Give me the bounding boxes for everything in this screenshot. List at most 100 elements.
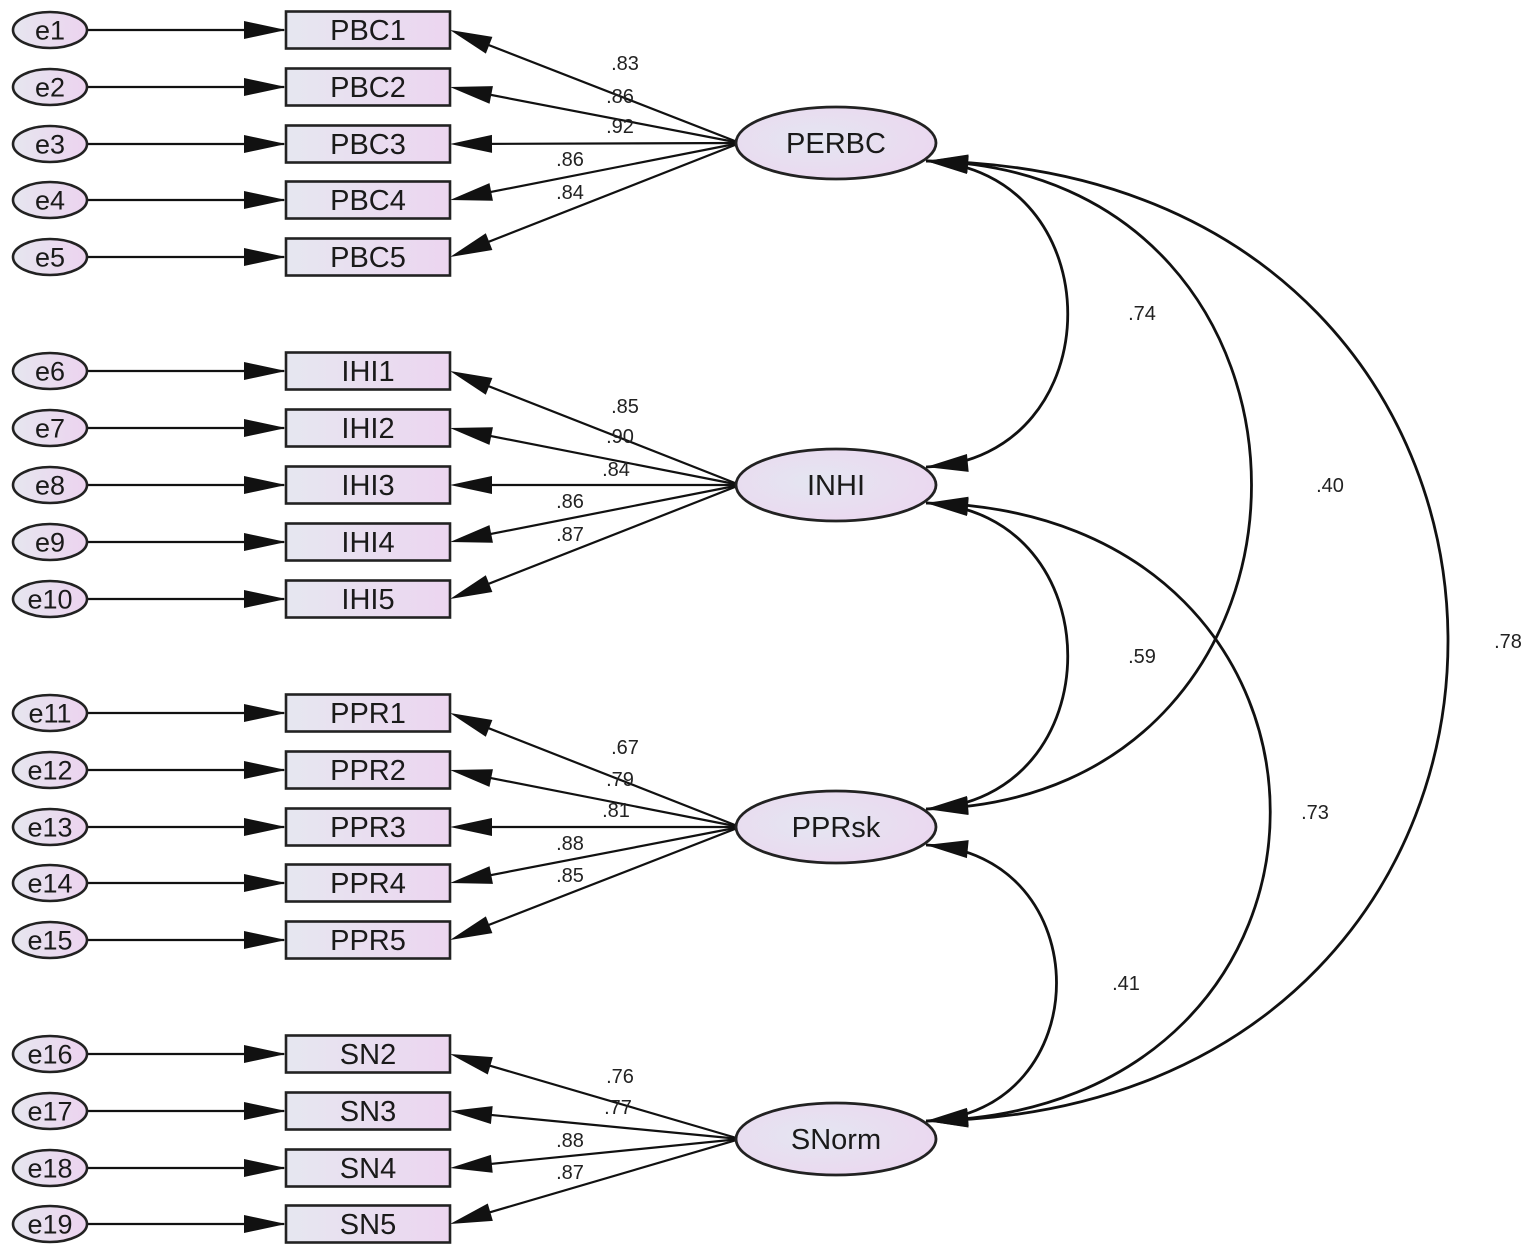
- error-node-shape: [11, 750, 89, 790]
- indicator-node-box: [284, 1034, 452, 1074]
- correlation-arc-pprsk-snorm: [925, 843, 1058, 1123]
- latent-node-label: PERBC: [786, 128, 886, 160]
- indicator-node-label: PBC1: [330, 15, 406, 47]
- loading-path-ppr1: [457, 714, 741, 829]
- loading-label-ihi2: .90: [606, 426, 634, 448]
- latent-node-shape: [734, 447, 938, 523]
- loading-path-sn5: [457, 1137, 741, 1223]
- correlation-arc-inhi-pprsk: [925, 501, 1070, 811]
- error-node-label: e7: [35, 414, 65, 444]
- error-node-shape: [11, 579, 89, 619]
- indicator-node-pbc3: PBC3: [284, 124, 452, 164]
- error-path-arrowhead-e15: [244, 931, 286, 949]
- error-path-arrowhead-e3: [244, 135, 286, 153]
- error-path-arrowhead-e5: [244, 248, 286, 266]
- indicator-node-box: [284, 522, 452, 562]
- error-node-e2: e2: [11, 67, 89, 107]
- error-node-e15: e15: [11, 920, 89, 960]
- error-node-label: e12: [27, 756, 72, 786]
- loading-label-ihi5: .87: [556, 524, 584, 546]
- error-path-arrowhead-e16: [244, 1045, 286, 1063]
- error-node-shape: [11, 67, 89, 107]
- loading-arrowhead-ihi5: [450, 575, 493, 599]
- error-node-label: e2: [35, 73, 65, 103]
- loading-arrowhead-ihi1: [450, 371, 493, 395]
- loading-path-ihi5: [457, 483, 741, 598]
- indicator-node-box: [284, 408, 452, 448]
- correlation-label-perbc-inhi: .74: [1128, 303, 1156, 325]
- indicator-node-label: PBC4: [330, 185, 406, 217]
- error-node-e10: e10: [11, 579, 89, 619]
- error-node-e16: e16: [11, 1034, 89, 1074]
- latent-node-snorm: SNorm: [734, 1101, 938, 1177]
- loading-label-sn5: .87: [556, 1162, 584, 1184]
- correlation-arc-perbc-pprsk: [925, 159, 1253, 811]
- error-node-e19: e19: [11, 1204, 89, 1244]
- indicator-node-label: IHI5: [341, 584, 394, 616]
- error-path-arrowhead-e7: [244, 419, 286, 437]
- correlation-arrowhead-start-inhi-snorm: [926, 496, 969, 515]
- error-node-shape: [11, 920, 89, 960]
- error-node-e9: e9: [11, 522, 89, 562]
- error-node-label: e17: [27, 1097, 72, 1127]
- loading-arrowhead-ppr5: [450, 916, 493, 940]
- error-node-label: e16: [27, 1040, 72, 1070]
- indicator-node-box: [284, 863, 452, 903]
- indicator-node-label: IHI1: [341, 356, 394, 388]
- latent-node-shape: [734, 1101, 938, 1177]
- loading-arrowhead-ppr4: [450, 866, 493, 884]
- error-node-label: e5: [35, 243, 65, 273]
- error-node-shape: [11, 465, 89, 505]
- correlation-label-perbc-snorm: .78: [1494, 631, 1522, 653]
- indicator-node-sn2: SN2: [284, 1034, 452, 1074]
- loading-arrowhead-sn5: [450, 1203, 493, 1224]
- latent-node-shape: [734, 789, 938, 865]
- loading-arrowhead-pbc2: [450, 86, 493, 104]
- error-path-arrowhead-e12: [244, 761, 286, 779]
- error-node-e8: e8: [11, 465, 89, 505]
- loading-arrowhead-sn2: [450, 1054, 493, 1075]
- indicator-node-ppr5: PPR5: [284, 920, 452, 960]
- indicator-node-box: [284, 10, 452, 50]
- error-node-shape: [11, 408, 89, 448]
- loading-arrowhead-ppr1: [450, 713, 493, 737]
- correlation-arc-inhi-snorm: [925, 501, 1272, 1123]
- loading-path-ppr4: [457, 825, 741, 883]
- error-path-arrowhead-e19: [244, 1215, 286, 1233]
- loading-path-ihi4: [457, 483, 741, 542]
- loading-arrowhead-ppr2: [450, 769, 493, 787]
- loading-arrowhead-pbc1: [450, 30, 493, 54]
- correlation-arcs: [925, 159, 1450, 1123]
- indicator-node-label: PPR4: [330, 868, 406, 900]
- loading-path-pbc5: [457, 141, 741, 256]
- indicator-node-label: IHI3: [341, 470, 394, 502]
- loading-arrowhead-sn4: [450, 1154, 493, 1173]
- loading-label-ppr1: .67: [611, 737, 639, 759]
- indicator-node-box: [284, 351, 452, 391]
- error-node-e12: e12: [11, 750, 89, 790]
- error-path-arrowhead-e9: [244, 533, 286, 551]
- error-node-label: e1: [35, 16, 65, 46]
- error-node-shape: [11, 237, 89, 277]
- loading-label-sn2: .76: [606, 1066, 634, 1088]
- loading-label-ihi1: .85: [611, 396, 639, 418]
- indicator-node-box: [284, 465, 452, 505]
- error-node-e14: e14: [11, 863, 89, 903]
- indicator-node-label: SN4: [340, 1153, 396, 1185]
- error-node-shape: [11, 693, 89, 733]
- indicator-node-box: [284, 1148, 452, 1188]
- indicator-node-ppr4: PPR4: [284, 863, 452, 903]
- correlation-label-pprsk-snorm: .41: [1112, 973, 1140, 995]
- indicator-node-ihi5: IHI5: [284, 579, 452, 619]
- error-node-label: e13: [27, 813, 72, 843]
- indicator-node-box: [284, 180, 452, 220]
- error-node-label: e9: [35, 528, 65, 558]
- error-node-e7: e7: [11, 408, 89, 448]
- indicator-node-pbc4: PBC4: [284, 180, 452, 220]
- indicator-node-label: SN3: [340, 1096, 396, 1128]
- loading-path-pbc1: [457, 31, 741, 145]
- correlation-arrowhead-end-perbc-inhi: [926, 453, 969, 472]
- loading-path-pbc4: [457, 141, 741, 200]
